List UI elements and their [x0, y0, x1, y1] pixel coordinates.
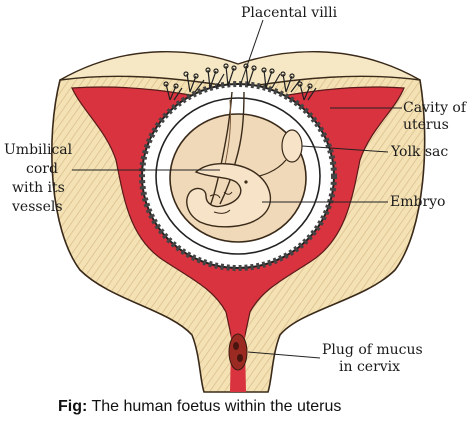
label-plug-of-mucus-1: Plug of mucus	[322, 342, 423, 358]
label-umbilical-4: vessels	[11, 199, 63, 215]
mucus-plug	[228, 333, 248, 371]
label-plug-of-mucus-2: in cervix	[339, 359, 400, 375]
label-cavity-of-uterus-1: Cavity of	[403, 100, 468, 116]
placental-villi	[163, 63, 317, 101]
label-embryo: Embryo	[390, 194, 446, 210]
label-umbilical-2: cord	[26, 161, 58, 177]
leader-lines	[72, 19, 402, 359]
label-umbilical-1: Umbilical	[4, 142, 73, 158]
caption-prefix: Fig:	[58, 398, 88, 415]
label-placental-villi: Placental villi	[241, 5, 338, 21]
label-yolk-sac: Yolk sac	[390, 144, 448, 160]
embryo	[186, 163, 272, 228]
figure-caption: Fig: The human foetus within the uterus	[58, 398, 458, 416]
yolk-sac	[281, 129, 303, 163]
wall-top-fold	[59, 51, 421, 89]
label-umbilical-3: with its	[12, 180, 65, 196]
label-cavity-of-uterus-2: uterus	[403, 117, 449, 133]
caption-text: The human foetus within the uterus	[87, 398, 342, 415]
